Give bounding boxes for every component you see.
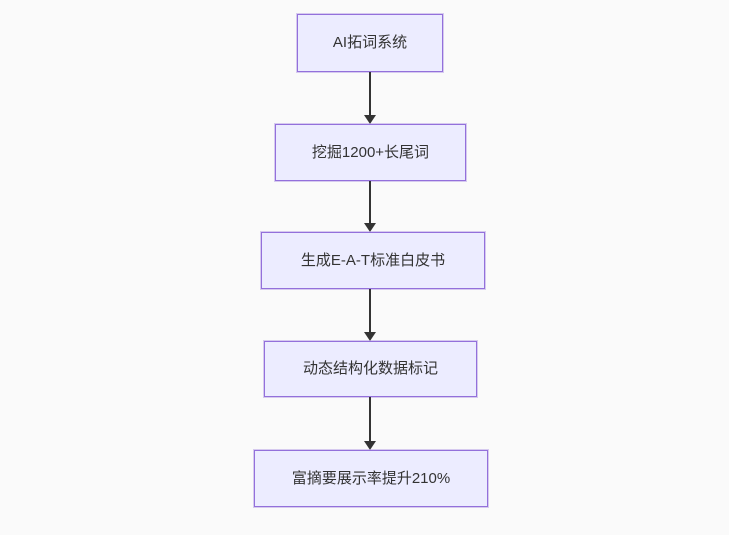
flow-node-structured-data: 动态结构化数据标记 [264, 341, 477, 397]
flow-node-label: 挖掘1200+长尾词 [311, 143, 430, 161]
flow-node-rich-snippet-result: 富摘要展示率提升210% [254, 450, 488, 507]
arrow-line [369, 397, 371, 441]
arrow-head-icon [364, 441, 376, 450]
flow-node-longtail-mining: 挖掘1200+长尾词 [275, 124, 466, 181]
flow-arrow-3 [363, 289, 377, 341]
arrow-head-icon [364, 332, 376, 341]
flow-node-ai-keyword-system: AI拓词系统 [297, 14, 443, 72]
flow-arrow-4 [363, 397, 377, 450]
arrow-line [369, 181, 371, 223]
flow-node-label: 动态结构化数据标记 [302, 360, 438, 378]
flow-node-eat-whitepaper: 生成E-A-T标准白皮书 [261, 232, 485, 289]
arrow-line [369, 72, 371, 115]
arrow-head-icon [364, 223, 376, 232]
flow-arrow-1 [363, 72, 377, 124]
flow-node-label: 生成E-A-T标准白皮书 [300, 251, 446, 269]
flow-node-label: 富摘要展示率提升210% [291, 469, 451, 487]
flow-arrow-2 [363, 181, 377, 232]
arrow-head-icon [364, 115, 376, 124]
arrow-line [369, 289, 371, 332]
flow-node-label: AI拓词系统 [332, 34, 408, 52]
